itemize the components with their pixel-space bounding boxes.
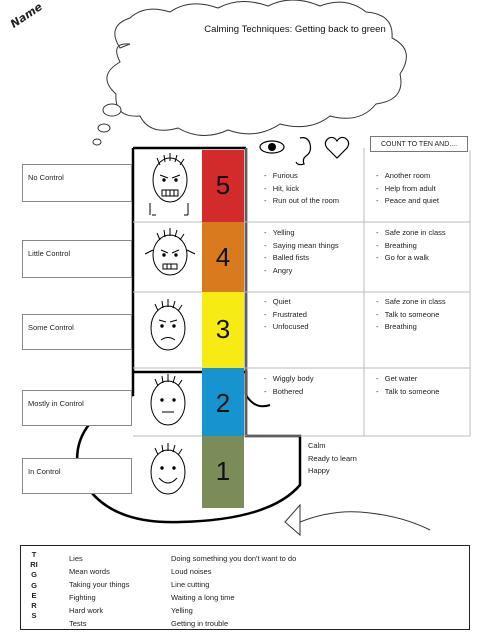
sign-item: Ready to learn bbox=[308, 453, 357, 463]
level-3-band bbox=[202, 292, 244, 368]
sign-item: - Balled fists bbox=[264, 253, 310, 262]
trigger-item: Waiting a long time bbox=[171, 593, 235, 602]
level-4-band bbox=[202, 222, 244, 292]
strategy-item: - Talk to someone bbox=[376, 309, 440, 319]
level-1-band bbox=[202, 436, 244, 508]
strategy-item: - Help from adult bbox=[376, 183, 436, 193]
return-arrow bbox=[299, 511, 431, 531]
strategy-item: - Go for a walk bbox=[376, 253, 429, 262]
face-no-control bbox=[149, 153, 189, 216]
triggers-column-2: Doing something you don't want to do Lou… bbox=[171, 552, 296, 630]
trigger-item: Fighting bbox=[69, 593, 96, 602]
strategy-item: - Breathing bbox=[376, 322, 417, 331]
strategy-item: - Another room bbox=[376, 171, 431, 180]
face-mostly-in-control bbox=[150, 374, 186, 426]
strategy-item: - Safe zone in class bbox=[376, 297, 446, 306]
sign-item: - Saying mean things bbox=[264, 240, 339, 250]
signs-level-1: Calm Ready to learn Happy bbox=[308, 440, 357, 478]
signs-level-5: - Furious - Hit, kick - Run out of the r… bbox=[264, 170, 339, 208]
signs-level-2: - Wiggly body - Bothered bbox=[264, 373, 314, 398]
signs-level-4: - Yelling - Saying mean things - Balled … bbox=[264, 227, 339, 277]
page-title: Calming Techniques: Getting back to gree… bbox=[204, 24, 386, 35]
level-number: 1 bbox=[215, 456, 231, 486]
sign-item: - Run out of the room bbox=[264, 196, 340, 205]
trigger-item: Line cutting bbox=[171, 580, 210, 589]
thought-cloud bbox=[106, 0, 407, 136]
trigger-item: Tests bbox=[69, 619, 87, 628]
triggers-column-1: Lies Mean words Taking your things Fight… bbox=[69, 552, 129, 630]
face-little-control bbox=[144, 228, 196, 276]
thought-bubble bbox=[92, 138, 102, 146]
trigger-item: Getting in trouble bbox=[171, 619, 229, 628]
sign-item: - Quiet bbox=[264, 297, 291, 306]
triggers-box: TRIGGERS Lies Mean words Taking your thi… bbox=[20, 545, 470, 630]
strategy-item: - Safe zone in class bbox=[376, 228, 446, 237]
thought-bubble bbox=[102, 103, 122, 117]
count-to-ten-box: COUNT TO TEN AND.... bbox=[370, 136, 468, 152]
trigger-item: Taking your things bbox=[69, 580, 130, 589]
sign-item: - Bothered bbox=[264, 386, 304, 396]
sign-item: - Angry bbox=[264, 265, 293, 275]
trigger-item: Yelling bbox=[171, 606, 193, 615]
face-some-control bbox=[150, 299, 186, 351]
trigger-item: Loud noises bbox=[171, 567, 212, 576]
strategy-item: - Get water bbox=[376, 374, 418, 383]
heart-icon bbox=[324, 136, 350, 159]
ear-icon bbox=[295, 137, 312, 166]
sign-item: - Unfocused bbox=[264, 322, 309, 331]
triggers-title: TRIGGERS bbox=[29, 550, 39, 621]
strategies-level-3: - Safe zone in class - Talk to someone -… bbox=[376, 296, 446, 334]
sign-item: Calm bbox=[308, 441, 326, 450]
side-box-in-control: In Control bbox=[22, 458, 132, 494]
side-box-no-control: No Control bbox=[22, 164, 132, 202]
side-box-little-control: Little Control bbox=[22, 240, 132, 278]
level-number: 3 bbox=[215, 314, 231, 344]
thermometer-outline bbox=[75, 148, 302, 524]
sign-item: - Hit, kick bbox=[264, 183, 299, 193]
strategies-level-2: - Get water - Talk to someone bbox=[376, 373, 439, 398]
eye-icon bbox=[259, 140, 285, 154]
strategy-item: - Breathing bbox=[376, 240, 417, 250]
sign-item: - Yelling bbox=[264, 228, 295, 237]
thought-bubble bbox=[97, 123, 111, 133]
sign-item: - Furious bbox=[264, 171, 298, 180]
sign-item: Happy bbox=[308, 466, 330, 475]
strategy-item: - Talk to someone bbox=[376, 386, 440, 396]
trigger-item: Hard work bbox=[69, 606, 104, 615]
face-in-control bbox=[150, 443, 186, 495]
sign-item: - Frustrated bbox=[264, 309, 307, 319]
strategy-item: - Peace and quiet bbox=[376, 196, 439, 205]
trigger-item: Lies bbox=[69, 554, 83, 563]
sign-item: - Wiggly body bbox=[264, 374, 314, 383]
strategies-level-4: - Safe zone in class - Breathing - Go fo… bbox=[376, 227, 446, 265]
triggers-title-text: TRIGGERS bbox=[30, 550, 38, 621]
trigger-item: Doing something you don't want to do bbox=[171, 554, 297, 563]
level-number: 5 bbox=[215, 170, 231, 200]
level-number: 2 bbox=[215, 388, 231, 418]
signs-level-3: - Quiet - Frustrated - Unfocused bbox=[264, 296, 309, 334]
level-2-band bbox=[202, 368, 244, 436]
level-5-band bbox=[202, 150, 244, 222]
strategies-level-5: - Another room - Help from adult - Peace… bbox=[376, 170, 439, 208]
level-number: 4 bbox=[215, 242, 231, 272]
trigger-item: Mean words bbox=[69, 567, 110, 576]
thermometer-bulb-curve bbox=[245, 394, 271, 408]
side-box-mostly-in-control: Mostly in Control bbox=[22, 390, 132, 426]
side-box-some-control: Some Control bbox=[22, 314, 132, 350]
